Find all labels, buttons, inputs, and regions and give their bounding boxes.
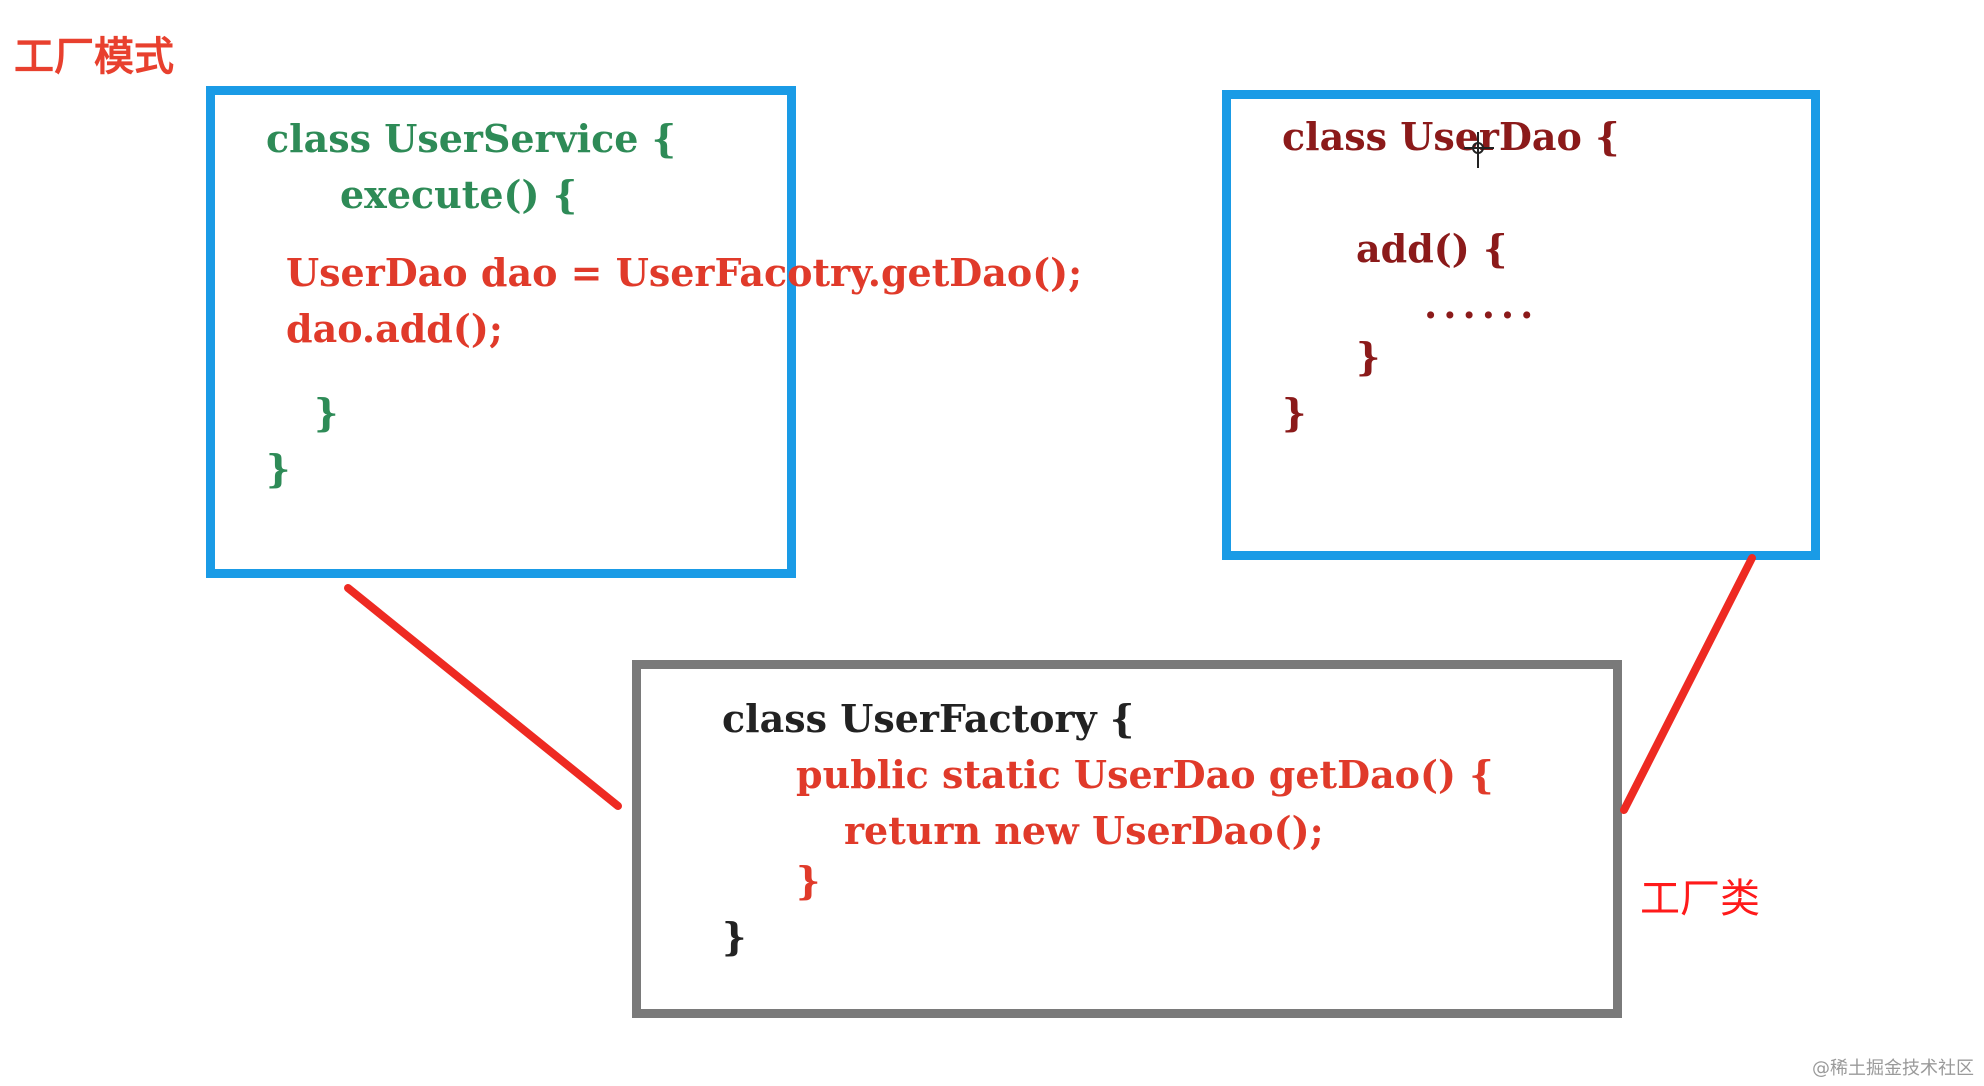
- user-dao-class-close-brace: }: [1282, 390, 1307, 435]
- mouse-cursor-icon: [1464, 132, 1494, 168]
- user-factory-class-close-brace: }: [722, 914, 747, 959]
- user-service-dao-add-line: dao.add();: [286, 306, 503, 351]
- user-factory-return-line: return new UserDao();: [844, 808, 1324, 853]
- user-factory-method-close-brace: }: [796, 858, 821, 903]
- user-dao-add-close-brace: }: [1356, 334, 1381, 379]
- user-factory-class-line: class UserFactory {: [722, 696, 1135, 741]
- user-service-class-close-brace: }: [266, 446, 291, 491]
- user-factory-box: [632, 660, 1622, 1018]
- user-service-execute-close-brace: }: [314, 390, 339, 435]
- user-service-box: [206, 86, 796, 578]
- user-dao-add-line: add() {: [1356, 226, 1508, 271]
- user-factory-getdao-line: public static UserDao getDao() {: [796, 752, 1494, 797]
- watermark: @稀土掘金技术社区: [1812, 1058, 1974, 1079]
- user-service-class-line: class UserService {: [266, 116, 677, 161]
- factory-class-label: 工厂类: [1640, 876, 1760, 922]
- user-service-dao-assign-line: UserDao dao = UserFacotry.getDao();: [286, 250, 1083, 295]
- service-to-factory-connector: [344, 584, 622, 810]
- user-service-execute-line: execute() {: [340, 172, 578, 217]
- user-dao-class-line: class UserDao {: [1282, 114, 1620, 159]
- diagram-title: 工厂模式: [14, 34, 174, 80]
- dao-to-factory-connector: [1620, 554, 1756, 814]
- user-dao-box: [1222, 90, 1820, 560]
- user-dao-ellipsis: ......: [1424, 282, 1540, 327]
